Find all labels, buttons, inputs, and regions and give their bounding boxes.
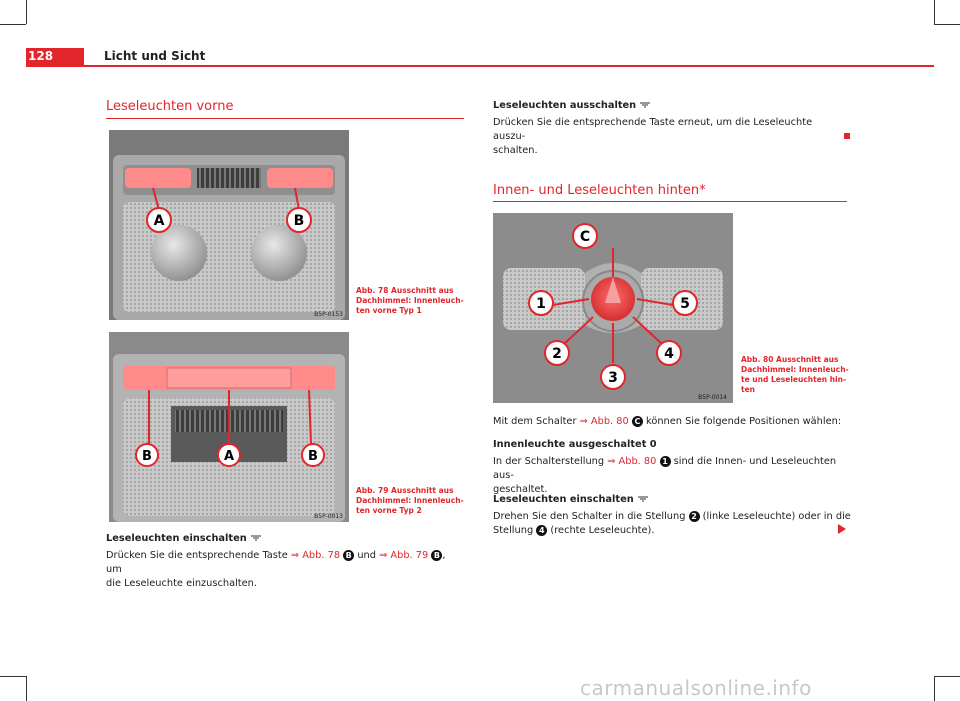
- continue-mark-icon: [640, 102, 651, 108]
- figure-78-illustration: A B B5P-0153: [109, 130, 349, 320]
- crop-mark: [934, 24, 960, 25]
- paragraph-reading-lights-on-rear: Drehen Sie den Schalter in die Stellung …: [493, 510, 853, 538]
- section-end-icon: [844, 133, 850, 139]
- figure-78-label-a: A: [154, 213, 165, 229]
- section-rule: [106, 118, 464, 119]
- continue-mark-icon: [637, 496, 648, 502]
- page-number: 128: [28, 49, 54, 63]
- paragraph-reading-lights-on: Drücken Sie die entsprechende Taste ⇒ Ab…: [106, 549, 464, 591]
- crop-mark: [0, 24, 26, 25]
- crop-mark: [934, 0, 935, 24]
- figure-79-label-b-right: B: [308, 449, 318, 464]
- page-number-box: [26, 48, 84, 66]
- heading-text: Leseleuchten einschalten: [493, 494, 634, 505]
- figure-ref-link[interactable]: ⇒ Abb. 79: [379, 550, 429, 561]
- label-badge: B: [343, 549, 355, 561]
- heading-text: Leseleuchten einschalten: [106, 533, 247, 544]
- watermark: carmanualsonline.info: [580, 676, 812, 700]
- text-run: sind die Innen- und Leseleuchten aus-: [493, 456, 837, 481]
- figure-78: A B B5P-0153: [109, 130, 349, 320]
- figure-79-label-a: A: [224, 449, 234, 464]
- figure-ref-link[interactable]: ⇒ Abb. 80: [607, 456, 657, 467]
- figure-79-illustration: B A B B5P-0013: [109, 332, 349, 522]
- text-run: die Leseleuchte einzuschalten.: [106, 578, 257, 589]
- label-badge: C: [631, 415, 643, 427]
- heading-text: Leseleuchten ausschalten: [493, 100, 637, 111]
- text-run: Drehen Sie den Schalter in die Stellung: [493, 511, 689, 522]
- text-run: , um: [106, 550, 446, 575]
- figure-ref-link[interactable]: ⇒ Abb. 80: [579, 416, 629, 427]
- paragraph-interior-off: In der Schalterstellung ⇒ Abb. 80 1 sind…: [493, 455, 853, 497]
- header-rule: [26, 65, 934, 67]
- figure-79-caption: Abb. 79 Ausschnitt aus Dachhimmel: Innen…: [356, 486, 464, 515]
- text-run: geschaltet.: [493, 484, 548, 495]
- paragraph-reading-lights-off: Drücken Sie die entsprechende Taste erne…: [493, 116, 838, 158]
- text-run: (rechte Leseleuchte).: [547, 525, 655, 536]
- text-run: können Sie folgende Positionen wählen:: [642, 416, 842, 427]
- figure-79-label-b-left: B: [142, 449, 152, 464]
- figure-80-label-2: 2: [552, 346, 562, 362]
- text-run: Drücken Sie die entsprechende Taste: [106, 550, 291, 561]
- heading-reading-lights-on-rear: Leseleuchten einschalten: [493, 493, 648, 507]
- continue-mark-icon: [250, 535, 261, 541]
- label-badge: 2: [688, 510, 700, 522]
- crop-mark: [934, 676, 935, 701]
- heading-reading-lights-off: Leseleuchten ausschalten: [493, 99, 651, 113]
- text-run: (linke Leseleuchte) oder in die: [699, 511, 851, 522]
- text-run: In der Schalterstellung: [493, 456, 608, 467]
- section-title-rear-lights: Innen- und Leseleuchten hinten*: [493, 183, 706, 198]
- figure-80-illustration: C 1 5 2 4 3 B5P-0014: [493, 213, 733, 403]
- paragraph-switch-intro: Mit dem Schalter ⇒ Abb. 80 C können Sie …: [493, 415, 853, 429]
- page-continue-arrow-icon: [838, 524, 846, 534]
- text-run: Drücken Sie die entsprechende Taste erne…: [493, 117, 813, 142]
- crop-mark: [26, 676, 27, 701]
- figure-80-code: B5P-0014: [698, 394, 727, 401]
- label-badge: 1: [659, 455, 671, 467]
- text-run: und: [354, 550, 380, 561]
- label-badge: B: [431, 549, 443, 561]
- figure-80-label-4: 4: [664, 346, 674, 362]
- figure-80-label-c: C: [580, 229, 590, 245]
- figure-79: B A B B5P-0013: [109, 332, 349, 522]
- figure-80-label-1: 1: [536, 296, 546, 312]
- text-run: Mit dem Schalter: [493, 416, 580, 427]
- section-title-front-lights: Leseleuchten vorne: [106, 99, 234, 114]
- heading-interior-off: Innenleuchte ausgeschaltet 0: [493, 439, 657, 450]
- crop-mark: [26, 0, 27, 24]
- crop-mark: [934, 676, 960, 677]
- figure-78-label-b: B: [294, 213, 305, 229]
- label-badge: 4: [536, 524, 548, 536]
- heading-reading-lights-on: Leseleuchten einschalten: [106, 532, 261, 546]
- figure-78-code: B5P-0153: [314, 311, 343, 318]
- figure-79-code: B5P-0013: [314, 513, 343, 520]
- figure-80: C 1 5 2 4 3 B5P-0014: [493, 213, 733, 403]
- chapter-title: Licht und Sicht: [104, 49, 206, 63]
- figure-ref-link[interactable]: ⇒ Abb. 78: [290, 550, 341, 561]
- text-run: schalten.: [493, 145, 538, 156]
- section-rule: [493, 201, 847, 202]
- crop-mark: [0, 676, 26, 677]
- figure-80-label-5: 5: [680, 296, 690, 312]
- figure-80-caption: Abb. 80 Ausschnitt aus Dachhimmel: Innen…: [741, 355, 849, 394]
- text-run: Stellung: [493, 525, 537, 536]
- figure-80-label-3: 3: [608, 370, 618, 386]
- figure-78-caption: Abb. 78 Ausschnitt aus Dachhimmel: Innen…: [356, 286, 464, 315]
